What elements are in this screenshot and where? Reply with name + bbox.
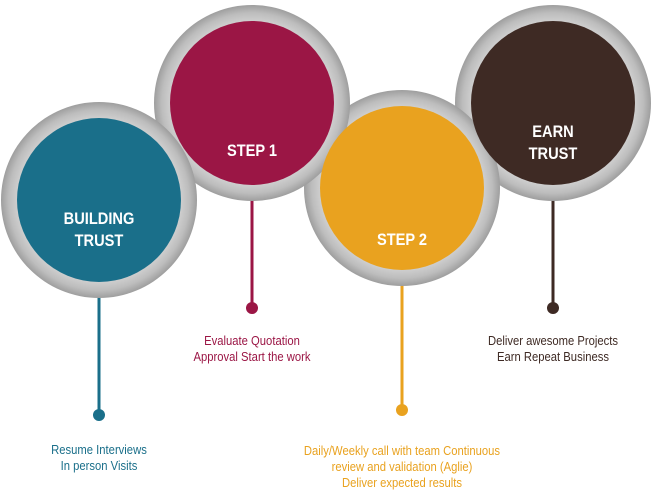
building-trust-circle (17, 118, 181, 282)
step-2-title: STEP 2 (342, 229, 462, 251)
building-trust-dot (93, 409, 105, 421)
step-1-caption: Evaluate Quotation Approval Start the wo… (171, 333, 333, 365)
building-trust-caption-line-1: Resume Interviews (51, 443, 147, 457)
step-1-circle (170, 21, 334, 185)
building-trust-title-line-1: BUILDING (63, 209, 135, 228)
earn-trust-caption-line-1: Deliver awesome Projects (487, 334, 619, 348)
earn-trust-dot (547, 302, 559, 314)
building-trust-caption: Resume Interviews In person Visits (27, 442, 171, 474)
step-2-caption: Daily/Weekly call with team Continuous r… (285, 443, 519, 490)
earn-trust-title-line-2: TRUST (528, 144, 578, 163)
earn-trust-title: EARN TRUST (493, 121, 613, 165)
step-2-connector (396, 270, 408, 416)
step-1-caption-line-1: Evaluate Quotation (204, 334, 300, 348)
earn-trust-connector (547, 180, 559, 314)
earn-trust-caption-line-2: Earn Repeat Business (497, 350, 609, 364)
step-1-title: STEP 1 (192, 140, 312, 162)
building-trust-caption-line-2: In person Visits (60, 459, 138, 473)
earn-trust-title-line-1: EARN (532, 122, 574, 141)
earn-trust-circle (471, 21, 635, 185)
step-1-caption-line-2: Approval Start the work (193, 350, 311, 364)
step-1-title-line-1: STEP 1 (226, 141, 278, 160)
step-2-caption-line-1: Daily/Weekly call with team Continuous (303, 444, 501, 458)
step-2-title-line-1: STEP 2 (376, 230, 428, 249)
building-trust-connector (93, 280, 105, 421)
step-1-connector (246, 200, 258, 314)
step-2-caption-line-3: Deliver expected results (341, 476, 463, 490)
building-trust-title-line-2: TRUST (74, 231, 124, 250)
building-trust-title: BUILDING TRUST (39, 208, 159, 252)
step-1-dot (246, 302, 258, 314)
step-2-caption-line-2: review and validation (Aglie) (331, 460, 473, 474)
earn-trust-caption: Deliver awesome Projects Earn Repeat Bus… (472, 333, 634, 365)
step-2-dot (396, 404, 408, 416)
step-2-circle (320, 106, 484, 270)
